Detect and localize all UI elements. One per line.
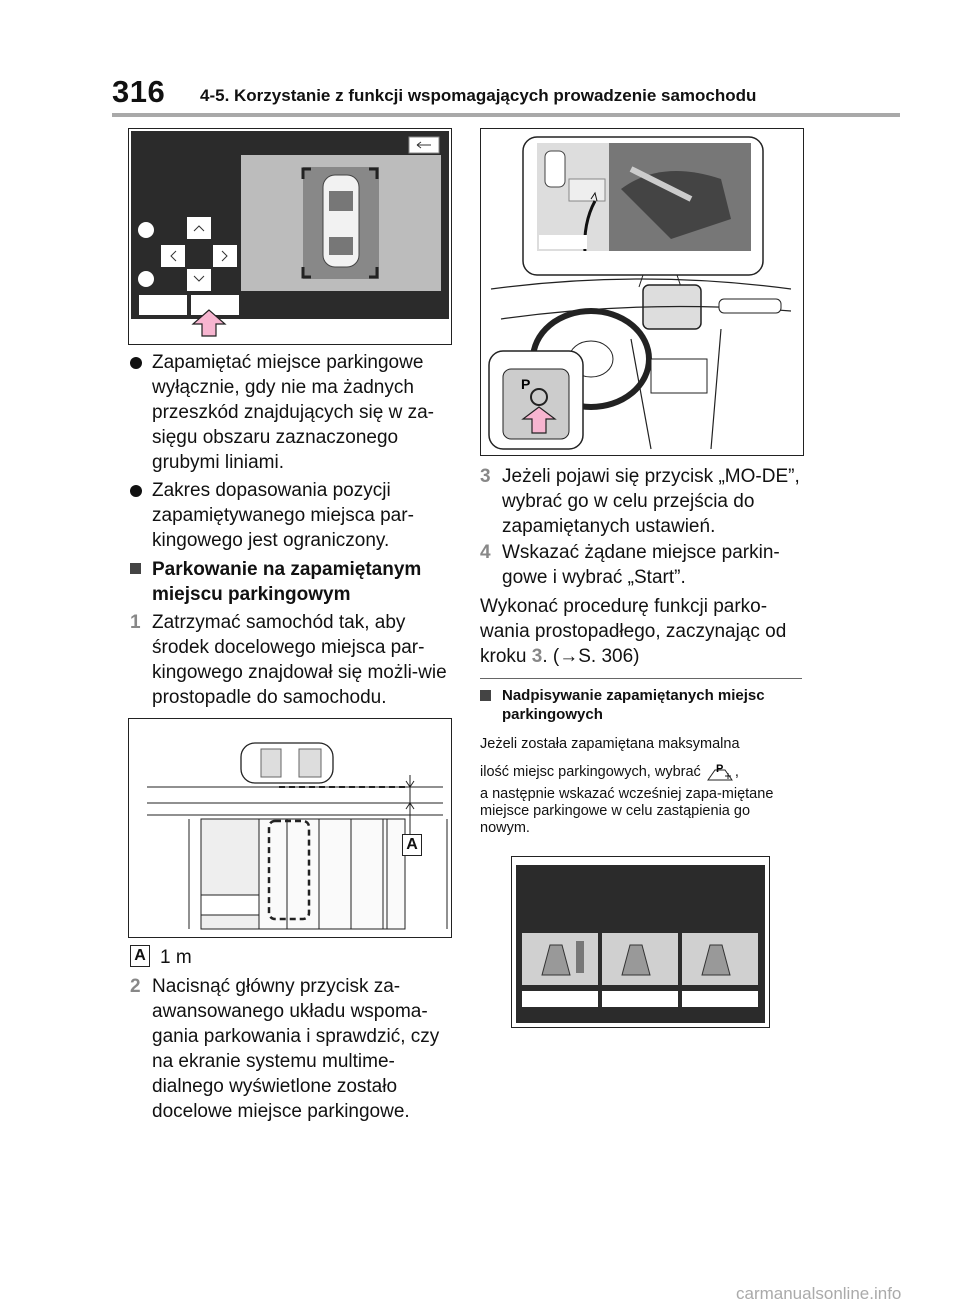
parking-screen-figure (128, 128, 452, 345)
header-rule (112, 113, 900, 117)
caption-label-a: A (130, 945, 150, 967)
page-reference: . (→S. 306) (542, 646, 640, 667)
paragraph-text: Wykonać procedurę funkcji parko-wania pr… (480, 596, 787, 667)
step-text: Nacisnąć główny przycisk za-awansowanego… (152, 976, 440, 1122)
procedure-paragraph: Wykonać procedurę funkcji parko-wania pr… (480, 594, 802, 669)
note-text: a następnie wskazać wcześniej zapa-mięta… (480, 786, 774, 836)
note-heading: Nadpisywanie zapamiętanych miejsc parkin… (480, 686, 802, 724)
step-reference: 3 (531, 646, 543, 667)
section-divider (480, 678, 802, 679)
square-marker-icon (130, 563, 141, 574)
step-1: 1 Zatrzymać samochód tak, aby środek doce… (130, 610, 452, 710)
parking-add-button-icon: P (705, 760, 735, 784)
page-number: 316 (112, 74, 166, 109)
bullet-dot (130, 357, 142, 369)
step-text: Jeżeli pojawi się przycisk „MO-DE”, wybr… (502, 466, 800, 537)
figure-label-a: A (402, 834, 422, 856)
step-text: Zatrzymać samochód tak, aby środek docel… (152, 612, 447, 708)
dashboard-illustration: P (488, 136, 792, 450)
caption-value: 1 m (160, 947, 192, 968)
step-number: 4 (480, 542, 491, 563)
step-number: 3 (480, 466, 491, 487)
parking-lot-illustration (147, 742, 448, 930)
watermark: carmanualsonline.info (736, 1284, 902, 1303)
header-title: 4-5. Korzystanie z funkcji wspomagającyc… (200, 86, 757, 105)
memory-slots-figure (511, 856, 770, 1028)
step-4: 4 Wskazać żądane miejsce parkin-gowe i wy… (480, 540, 802, 590)
section-heading: Parkowanie na zapamiętanym miejscu parki… (130, 557, 450, 607)
note-line-with-button: ilość miejsc parkingowych, wybrać P , (480, 760, 739, 784)
svg-text:P: P (521, 376, 530, 392)
step-2: 2 Nacisnąć główny przycisk za-awansowaneg… (130, 974, 452, 1124)
svg-text:P: P (716, 763, 723, 775)
parking-screen-illustration (131, 131, 449, 337)
bullet-text: Zakres dopasowania pozycji zapamiętywane… (152, 480, 414, 551)
step-text: Wskazać żądane miejsce parkin-gowe i wyb… (502, 542, 780, 588)
bullet-dot (130, 485, 142, 497)
parking-lot-figure: A (128, 718, 452, 938)
bullet-item: Zapamiętać miejsce parkingowe wyłącznie,… (130, 350, 452, 475)
step-number: 2 (130, 976, 141, 997)
step-3: 3 Jeżeli pojawi się przycisk „MO-DE”, wyb… (480, 464, 802, 539)
square-marker-icon (480, 690, 491, 701)
memory-slots-illustration (516, 865, 765, 1023)
bullet-item: Zakres dopasowania pozycji zapamiętywane… (130, 478, 452, 553)
bullet-text: Zapamiętać miejsce parkingowe wyłącznie,… (152, 352, 434, 473)
dashboard-figure: P (480, 128, 804, 456)
note-line: Jeżeli została zapamiętana maksymalna (480, 736, 740, 752)
step-number: 1 (130, 612, 141, 633)
